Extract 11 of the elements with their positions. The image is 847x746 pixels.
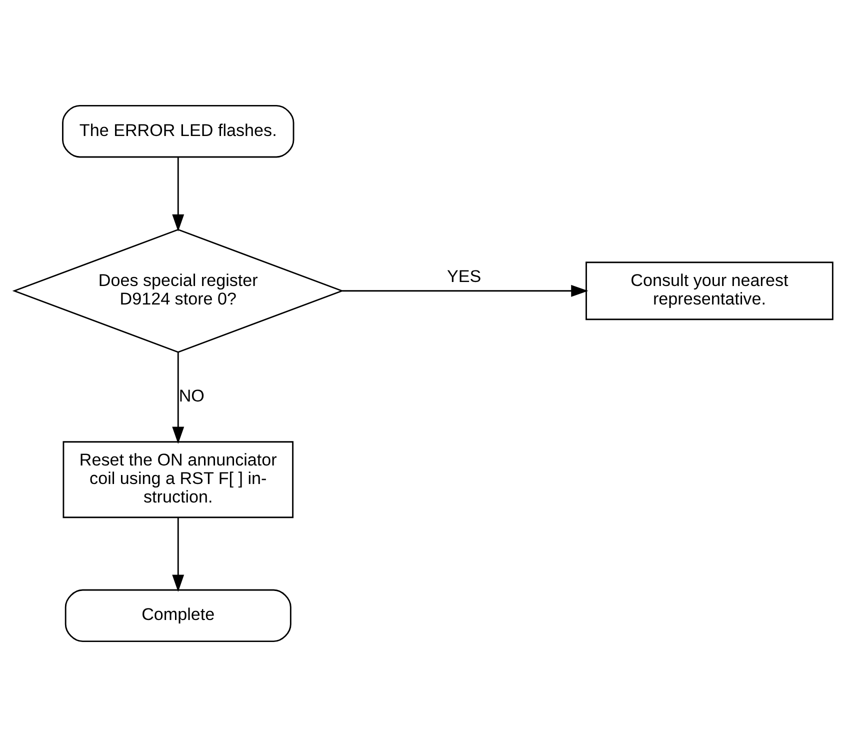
- node-box: Consult your nearest representative.: [586, 261, 834, 320]
- arrow: [172, 352, 184, 444]
- node-box: Complete: [64, 588, 292, 642]
- edge-label: YES: [447, 266, 482, 286]
- arrow: [342, 284, 588, 296]
- arrow: [172, 156, 184, 231]
- node-box: The ERROR LED flashes.: [62, 104, 294, 158]
- arrow: [172, 516, 184, 592]
- node-diamond: Does special register D9124 store 0?: [12, 228, 344, 352]
- edge-label: NO: [178, 386, 204, 405]
- node-box: Reset the ON annunciator coil using a RST F[ ] in- struction.: [62, 440, 294, 518]
